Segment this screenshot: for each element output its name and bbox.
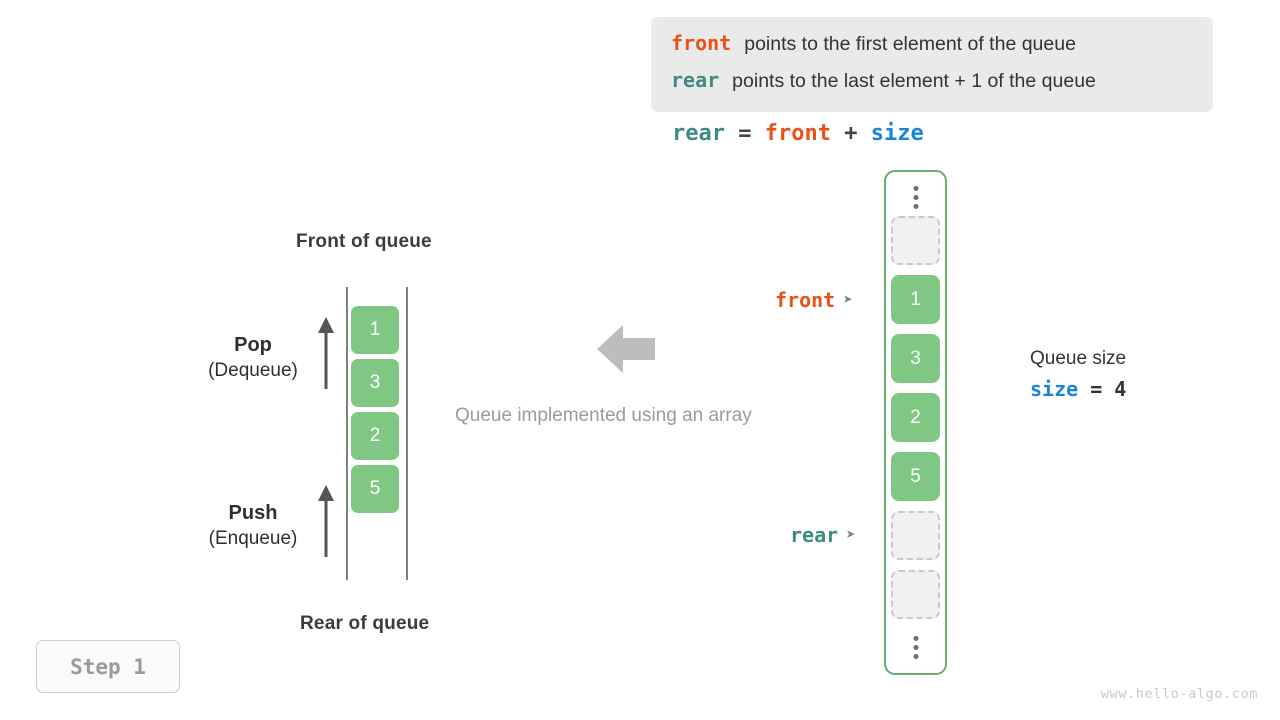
queue-size-equals-value: = 4 bbox=[1078, 377, 1127, 401]
legend-line-front: front points to the first element of the… bbox=[671, 31, 1213, 68]
formula-rear-equals-front-plus-size: rear = front + size bbox=[672, 121, 924, 146]
pointer-rear: rear ➤ bbox=[790, 523, 856, 547]
legend-description-front: points to the first element of the queue bbox=[744, 33, 1076, 55]
push-arrow-icon bbox=[316, 485, 336, 562]
formula-size-term: size bbox=[870, 121, 924, 146]
formula-equals: = bbox=[724, 121, 765, 146]
step-badge: Step 1 bbox=[36, 640, 180, 693]
array-cell-empty bbox=[891, 216, 940, 265]
array-cell-empty bbox=[891, 511, 940, 560]
arrow-right-icon: ➤ bbox=[846, 525, 856, 544]
push-label-sub: (Enqueue) bbox=[208, 528, 298, 549]
push-operation-label: Push (Enqueue) bbox=[178, 500, 328, 552]
array-cell-filled: 2 bbox=[891, 393, 940, 442]
pop-label-sub: (Dequeue) bbox=[208, 360, 298, 381]
queue-rail-right bbox=[406, 287, 408, 580]
arrow-left-icon bbox=[597, 323, 655, 380]
queue-cell: 1 bbox=[351, 306, 399, 354]
queue-size-block: Queue size size = 4 bbox=[1030, 345, 1126, 405]
pointer-front-label: front bbox=[775, 288, 836, 312]
array-container: 1 3 2 5 bbox=[884, 170, 947, 675]
queue-size-expression: size = 4 bbox=[1030, 373, 1126, 405]
queue-cell: 2 bbox=[351, 412, 399, 460]
center-caption: Queue implemented using an array bbox=[455, 405, 752, 426]
arrow-right-icon: ➤ bbox=[843, 290, 853, 309]
array-cell-filled: 1 bbox=[891, 275, 940, 324]
array-cell-filled: 5 bbox=[891, 452, 940, 501]
formula-lhs: rear bbox=[672, 121, 725, 146]
pointer-front: front ➤ bbox=[775, 288, 853, 312]
legend-line-rear: rear points to the last element + 1 of t… bbox=[671, 68, 1213, 105]
rear-of-queue-label: Rear of queue bbox=[300, 613, 430, 634]
ellipsis-bottom-icon bbox=[913, 636, 918, 659]
formula-front-term: front bbox=[764, 121, 831, 146]
queue-rail-left bbox=[346, 287, 348, 580]
queue-cell: 3 bbox=[351, 359, 399, 407]
queue-size-variable: size bbox=[1030, 377, 1079, 401]
legend-box: front points to the first element of the… bbox=[651, 17, 1213, 112]
pop-arrow-icon bbox=[316, 317, 336, 394]
legend-description-rear: points to the last element + 1 of the qu… bbox=[732, 70, 1096, 92]
array-cell-empty bbox=[891, 570, 940, 619]
push-label-name: Push bbox=[228, 502, 278, 524]
legend-keyword-front: front bbox=[671, 31, 732, 55]
array-cell-filled: 3 bbox=[891, 334, 940, 383]
pop-label-name: Pop bbox=[234, 334, 272, 356]
ellipsis-top-icon bbox=[913, 186, 918, 209]
pop-operation-label: Pop (Dequeue) bbox=[178, 332, 328, 384]
front-of-queue-label: Front of queue bbox=[296, 231, 432, 252]
queue-size-title: Queue size bbox=[1030, 348, 1127, 369]
footer-url: www.hello-algo.com bbox=[1100, 686, 1258, 702]
queue-cell: 5 bbox=[351, 465, 399, 513]
legend-keyword-rear: rear bbox=[671, 68, 720, 92]
formula-plus: + bbox=[830, 121, 871, 146]
pointer-rear-label: rear bbox=[790, 523, 839, 547]
